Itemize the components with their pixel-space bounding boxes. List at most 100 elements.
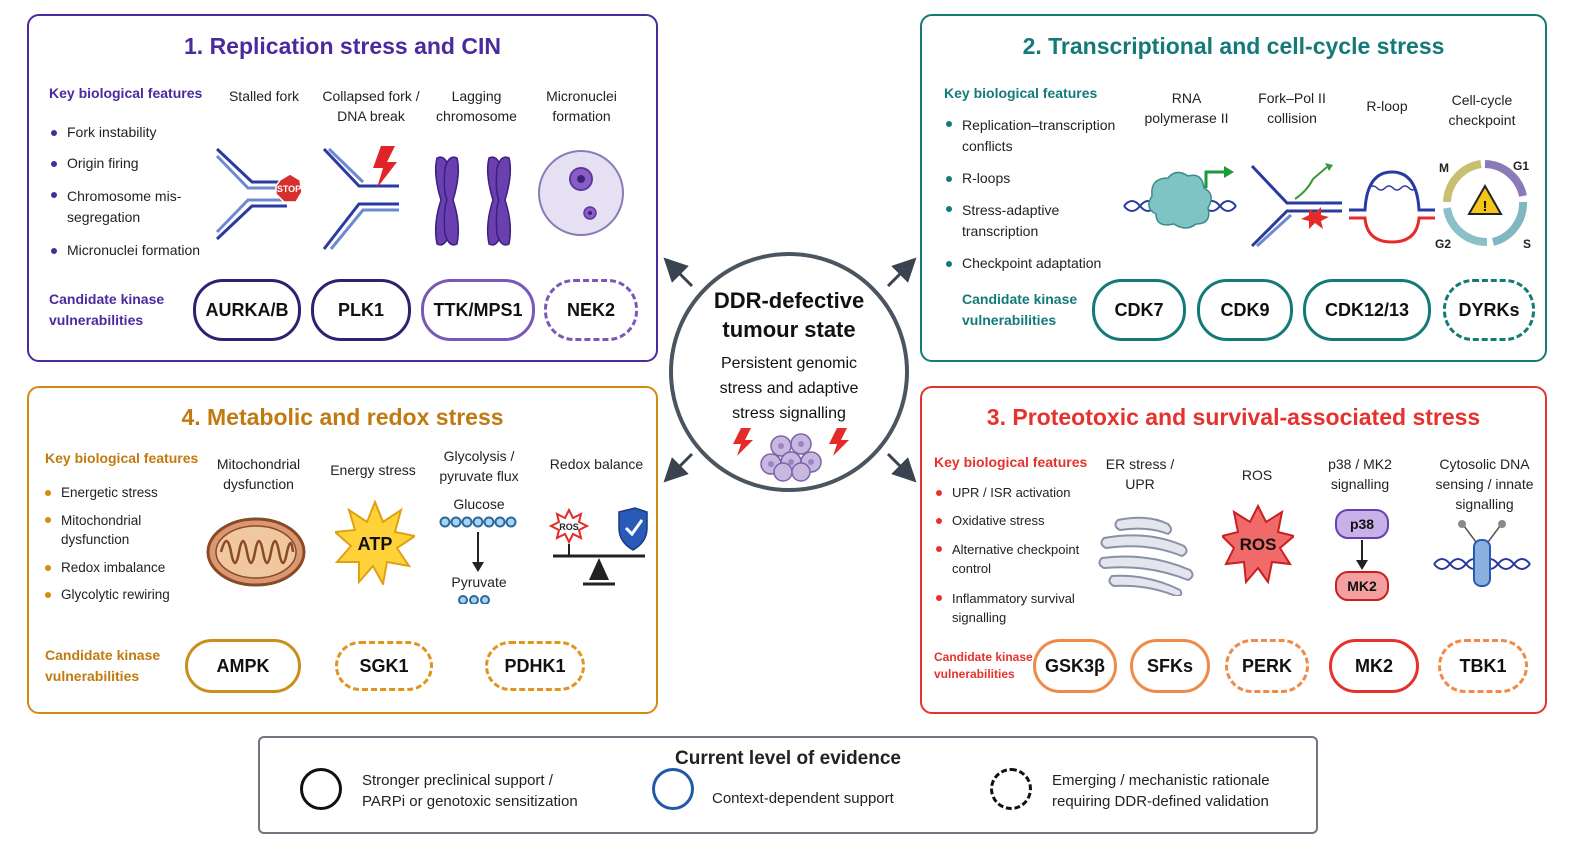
kinase-pill-sfks: SFKs	[1130, 639, 1210, 693]
atp-badge-text: ATP	[358, 534, 393, 554]
legend-text-line: Emerging / mechanistic rationale	[1052, 772, 1270, 789]
ros-badge-text: ROS	[1240, 535, 1277, 554]
kinase-pill-cdk7: CDK7	[1092, 279, 1186, 341]
illustration-label: Cell-cycle checkpoint	[1448, 92, 1516, 128]
kinase-pill-aurka-b: AURKA/B	[193, 279, 301, 341]
evidence-legend: Current level of evidence Stronger precl…	[258, 736, 1318, 834]
illustration-label: Energy stress	[330, 462, 416, 478]
features-heading: Key biological features	[944, 85, 1098, 101]
center-title: DDR-defective tumour state	[673, 286, 905, 344]
illustration-label: Micronuclei formation	[546, 88, 617, 124]
legend-symbol-context	[652, 768, 694, 810]
feature-item: Stress-adaptive transcription	[944, 200, 1092, 242]
p38-mk2-pathway-icon: p38 MK2	[1335, 509, 1389, 601]
rna-polymerase-icon	[1123, 166, 1237, 229]
arrow-to-panel-2	[886, 257, 917, 288]
legend-item-stronger: Stronger preclinical support / PARPi or …	[362, 770, 578, 812]
illustration-label: R-loop	[1366, 98, 1408, 114]
kinase-pill-nek2: NEK2	[544, 279, 638, 341]
arrow-to-panel-3	[886, 452, 917, 483]
illustration-label: ER stress / UPR	[1105, 456, 1175, 492]
r-loop-icon	[1349, 170, 1435, 244]
kinase-heading-line: Candidate kinase	[49, 291, 165, 307]
feature-item: Inflammatory survival signalling	[934, 589, 1092, 627]
tumour-cells-icon	[733, 428, 849, 482]
connector-arrows	[663, 257, 917, 483]
kinase-heading: Candidate kinase vulnerabilities	[934, 649, 1033, 683]
illustration-label: p38 / MK2 signalling	[1328, 456, 1392, 492]
pyruvate-label: Pyruvate	[451, 574, 507, 590]
glycolysis-icon	[439, 516, 517, 604]
panel-title: 1. Replication stress and CIN	[184, 33, 501, 59]
kinase-heading-line: Candidate kinase	[934, 650, 1033, 664]
feature-item: Alternative checkpoint control	[934, 540, 1102, 578]
center-tumour-state: DDR-defective tumour state Persistent ge…	[669, 252, 909, 492]
ros-burst-icon: ROS	[1222, 504, 1294, 584]
fork-collision-icon	[1250, 163, 1342, 248]
illustration-label: Cytosolic DNA sensing / innate signallin…	[1435, 456, 1534, 512]
kinase-heading-line: vulnerabilities	[49, 312, 144, 328]
center-title-line: DDR-defective	[713, 288, 865, 313]
kinase-pill-cdk9: CDK9	[1197, 279, 1293, 341]
features-list: Replication–transcription conflicts R-lo…	[944, 115, 1134, 272]
stop-badge-text: STOP	[277, 184, 301, 194]
phase-label: G1	[1513, 159, 1529, 173]
feature-item: Replication–transcription conflicts	[944, 115, 1134, 157]
feature-item: Checkpoint adaptation	[944, 255, 1134, 272]
center-subtitle-line: stress and adaptive	[719, 380, 859, 397]
svg-text:!: !	[1483, 198, 1488, 215]
kinase-pill-sgk1: SGK1	[335, 641, 433, 691]
center-title-line: tumour state	[722, 317, 856, 342]
illustration-label: Stalled fork	[228, 88, 300, 104]
phase-label: S	[1523, 237, 1531, 251]
feature-item: Redox imbalance	[43, 559, 203, 576]
kinase-heading: Candidate kinase vulnerabilities	[49, 289, 164, 331]
features-list: Energetic stress Mitochondrial dysfuncti…	[43, 484, 203, 603]
feature-item: Glycolytic rewiring	[43, 586, 203, 603]
kinase-pill-tbk1: TBK1	[1438, 639, 1528, 693]
illustration-label: Fork–Pol II collision	[1258, 90, 1326, 126]
feature-item: Oxidative stress	[934, 512, 1104, 529]
kinase-heading-line: vulnerabilities	[962, 312, 1057, 328]
kinase-heading-line: vulnerabilities	[934, 667, 1015, 681]
legend-text-line: Context-dependent support	[712, 790, 894, 807]
legend-text-line: Stronger preclinical support /	[362, 772, 553, 789]
ros-badge-text: ROS	[559, 522, 579, 532]
center-subtitle-line: stress signalling	[732, 405, 846, 422]
kinase-pill-gsk3b: GSK3β	[1033, 639, 1117, 693]
legend-text-line: PARPi or genotoxic sensitization	[362, 793, 578, 810]
micronucleus-cell-icon	[538, 150, 624, 236]
features-heading: Key biological features	[934, 454, 1088, 470]
kinase-heading-line: vulnerabilities	[45, 668, 140, 684]
panel-title: 4. Metabolic and redox stress	[181, 404, 504, 430]
glucose-label: Glucose	[453, 496, 505, 512]
dna-sensor-icon	[1433, 520, 1531, 587]
center-subtitle: Persistent genomic stress and adaptive s…	[673, 351, 905, 426]
chromosome-icon	[434, 156, 512, 246]
features-list: UPR / ISR activation Oxidative stress Al…	[934, 484, 1104, 627]
mk2-node-text: MK2	[1347, 578, 1377, 594]
arrow-to-panel-4	[663, 452, 694, 483]
legend-text-line: requiring DDR-defined validation	[1052, 793, 1269, 810]
kinase-pill-dyrks: DYRKs	[1443, 279, 1535, 341]
features-list: Fork instability Origin firing Chromosom…	[49, 124, 234, 259]
stalled-fork-stop-icon: STOP	[215, 147, 303, 241]
illustration-label: RNA polymerase II	[1144, 90, 1229, 126]
kinase-pill-cdk12-13: CDK12/13	[1303, 279, 1431, 341]
kinase-heading: Candidate kinase vulnerabilities	[962, 289, 1077, 331]
illustration-label: Redox balance	[549, 456, 644, 472]
kinase-heading: Candidate kinase vulnerabilities	[45, 645, 160, 687]
feature-item: Energetic stress	[43, 484, 203, 501]
feature-item: Chromosome mis-segregation	[49, 186, 207, 228]
panel-title: 3. Proteotoxic and survival-associated s…	[986, 404, 1481, 430]
illustration-label: Glycolysis / pyruvate flux	[439, 448, 519, 484]
panel-title: 2. Transcriptional and cell-cycle stress	[1022, 33, 1445, 59]
panel-transcriptional-stress: 2. Transcriptional and cell-cycle stress…	[920, 14, 1547, 362]
kinase-pill-ampk: AMPK	[185, 639, 301, 693]
illustration-label: Lagging chromosome	[436, 88, 517, 124]
cell-cycle-checkpoint-icon: ! M G1 S G2	[1435, 159, 1531, 251]
feature-item: Origin firing	[49, 155, 234, 172]
legend-symbol-stronger	[300, 768, 342, 810]
illustration-label: Collapsed fork / DNA break	[322, 88, 420, 124]
phase-label: G2	[1435, 237, 1451, 251]
